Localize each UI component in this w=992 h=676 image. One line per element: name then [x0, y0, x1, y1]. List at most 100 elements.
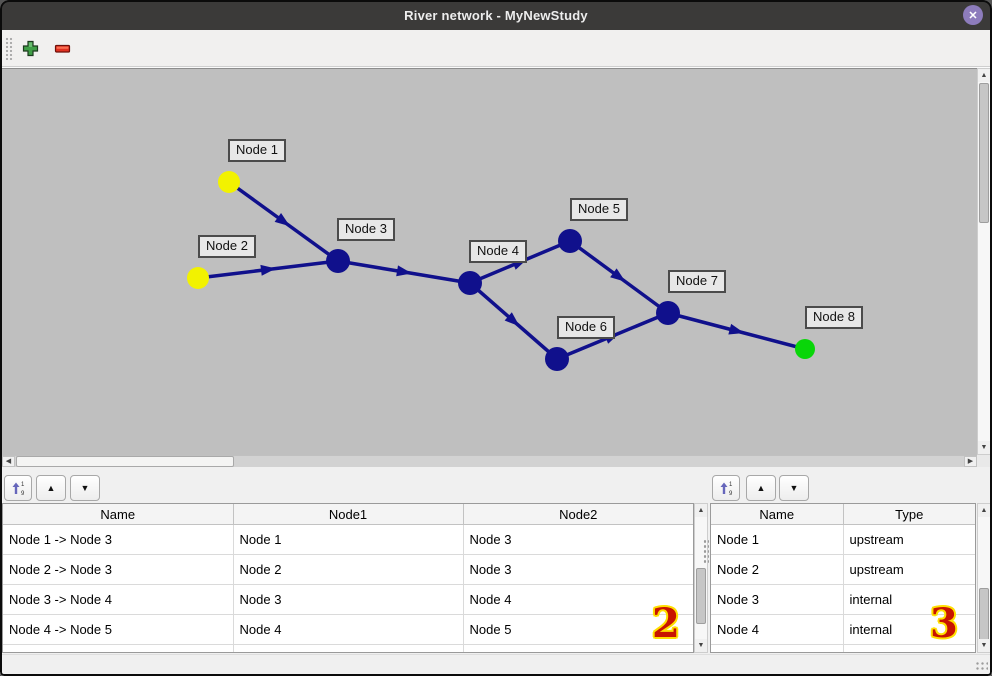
status-bar [0, 654, 992, 676]
reach-edge[interactable] [337, 259, 471, 285]
node-label[interactable]: Node 3 [337, 218, 395, 241]
node-label[interactable]: Node 8 [805, 306, 863, 329]
cell[interactable]: upstream [842, 554, 975, 585]
cell[interactable]: Node 5 [462, 614, 693, 645]
reach-edge[interactable] [568, 239, 670, 315]
node-circle[interactable] [218, 171, 240, 193]
column-header[interactable]: Node1 [232, 504, 464, 525]
cell[interactable]: Node 4 [232, 614, 464, 645]
cell[interactable]: Node 3 -> Node 4 [3, 584, 234, 615]
cell[interactable]: Node 3 [462, 554, 693, 585]
node-label[interactable]: Node 1 [228, 139, 286, 162]
cell[interactable]: Node 2 [711, 554, 844, 585]
reach-edge[interactable] [227, 180, 340, 263]
scroll-down-icon[interactable]: ▼ [695, 639, 707, 652]
resize-grip[interactable] [975, 661, 988, 672]
scroll-up-icon[interactable]: ▲ [695, 504, 707, 517]
canvas-horizontal-scrollbar[interactable]: ◀ ▶ [2, 455, 977, 467]
node-circle[interactable] [795, 339, 815, 359]
svg-text:9: 9 [21, 491, 25, 496]
toolbar-grip-handle[interactable] [5, 37, 14, 60]
scroll-down-icon[interactable]: ▼ [978, 639, 990, 652]
cell[interactable]: Node 4 [711, 614, 844, 645]
reach-edge[interactable] [197, 259, 339, 280]
cell[interactable]: internal [842, 614, 975, 645]
scroll-up-icon[interactable]: ▲ [978, 504, 990, 517]
node-circle[interactable] [558, 229, 582, 253]
node-label[interactable]: Node 2 [198, 235, 256, 258]
nodes-sort-button[interactable]: 1 9 [712, 475, 740, 501]
canvas-hscroll-thumb[interactable] [16, 456, 234, 467]
down-triangle-icon: ▼ [80, 483, 90, 493]
nodes-move-up-button[interactable]: ▲ [746, 475, 776, 501]
cell[interactable]: Node 4 [462, 584, 693, 615]
panel-splitter-handle[interactable] [703, 539, 709, 563]
scroll-up-icon[interactable]: ▲ [978, 69, 990, 82]
scroll-left-icon[interactable]: ◀ [2, 456, 15, 467]
reaches-scroll-thumb[interactable] [696, 568, 706, 624]
scroll-right-icon[interactable]: ▶ [964, 456, 977, 467]
reach-edge[interactable] [468, 281, 559, 361]
reaches-move-up-button[interactable]: ▲ [36, 475, 66, 501]
node-label[interactable]: Node 5 [570, 198, 628, 221]
empty-row [711, 644, 975, 652]
scroll-down-icon[interactable]: ▼ [978, 441, 990, 454]
reaches-table-scrollbar[interactable]: ▲ ▼ [694, 503, 708, 653]
cell[interactable]: internal [842, 584, 975, 615]
cell[interactable]: upstream [842, 524, 975, 555]
nodes-table-scrollbar[interactable]: ▲ ▼ [977, 503, 991, 653]
column-header[interactable]: Name [3, 504, 234, 525]
node-label[interactable]: Node 6 [557, 316, 615, 339]
node-circle[interactable] [656, 301, 680, 325]
svg-text:1: 1 [21, 482, 25, 488]
node-label[interactable]: Node 7 [668, 270, 726, 293]
cell[interactable]: Node 2 [232, 554, 464, 585]
node-circle[interactable] [545, 347, 569, 371]
cell[interactable]: Node 1 [711, 524, 844, 555]
canvas-vertical-scrollbar[interactable]: ▲ ▼ [977, 68, 991, 455]
cell[interactable]: Node 4 -> Node 5 [3, 614, 234, 645]
sort-ascending-icon: 1 9 [12, 482, 25, 496]
remove-button[interactable] [50, 36, 74, 60]
reach-edge[interactable] [667, 311, 806, 351]
node-label[interactable]: Node 4 [469, 240, 527, 263]
column-header[interactable]: Node2 [462, 504, 693, 525]
down-triangle-icon: ▼ [789, 483, 799, 493]
nodes-move-down-button[interactable]: ▼ [779, 475, 809, 501]
sort-ascending-icon: 1 9 [720, 482, 733, 496]
add-button[interactable] [18, 36, 42, 60]
reaches-move-down-button[interactable]: ▼ [70, 475, 100, 501]
column-header[interactable]: Type [842, 504, 975, 525]
node-circle[interactable] [458, 271, 482, 295]
column-header[interactable]: Name [711, 504, 844, 525]
up-triangle-icon: ▲ [46, 483, 56, 493]
cell[interactable]: Node 2 -> Node 3 [3, 554, 234, 585]
cell[interactable]: Node 3 [462, 524, 693, 555]
reaches-sort-button[interactable]: 1 9 [4, 475, 32, 501]
main-toolbar [0, 30, 992, 67]
close-button[interactable]: ✕ [963, 5, 983, 25]
cell[interactable]: Node 1 -> Node 3 [3, 524, 234, 555]
close-icon: ✕ [968, 9, 978, 22]
nodes-scroll-thumb[interactable] [979, 588, 989, 644]
node-circle[interactable] [326, 249, 350, 273]
cell[interactable]: Node 3 [711, 584, 844, 615]
node-circle[interactable] [187, 267, 209, 289]
cell[interactable]: Node 1 [232, 524, 464, 555]
canvas-vscroll-thumb[interactable] [979, 83, 989, 223]
svg-text:9: 9 [729, 491, 733, 496]
cell[interactable]: Node 3 [232, 584, 464, 615]
up-triangle-icon: ▲ [756, 483, 766, 493]
